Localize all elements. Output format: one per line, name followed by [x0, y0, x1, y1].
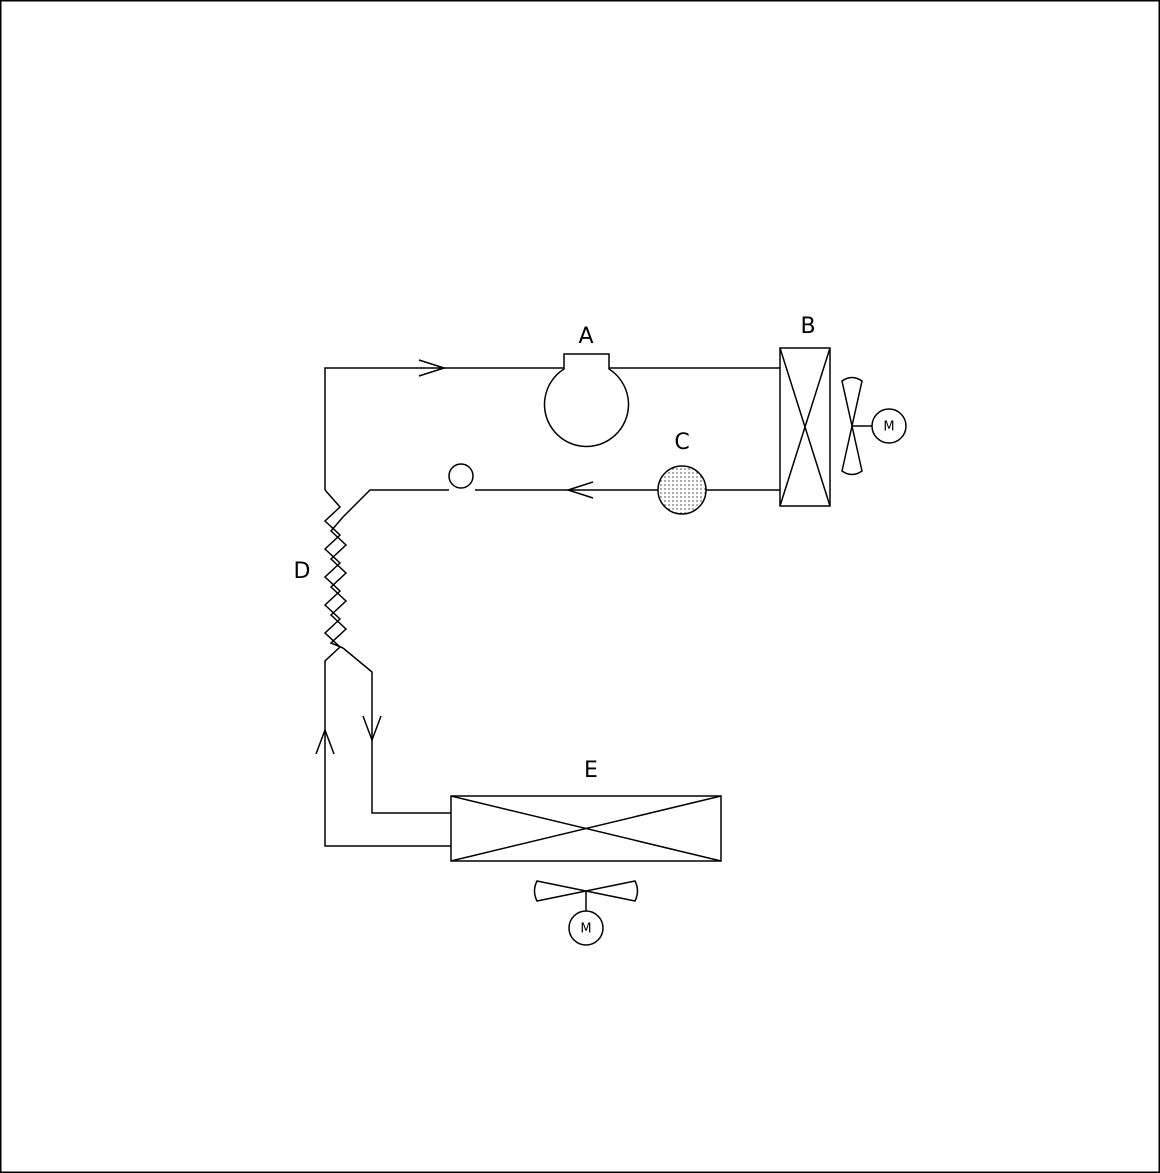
evaporator-motor-icon: M [568, 910, 604, 946]
condenser-motor-label: M [883, 420, 894, 435]
evaporator-coil-icon [450, 795, 722, 862]
label-a: A [578, 324, 593, 349]
label-d: D [294, 559, 311, 584]
condenser-coil-icon [779, 347, 831, 507]
heat-exchanger-zigzag-icon [323, 489, 348, 672]
sight-glass-icon [448, 463, 474, 489]
evaporator-motor-label: M [580, 922, 591, 937]
flow-arrow-icon [315, 359, 594, 755]
label-c: C [674, 430, 689, 455]
label-e: E [584, 758, 598, 783]
condenser-fan-icon [841, 376, 872, 476]
receiver-dotted-icon [657, 465, 707, 515]
evaporator-fan-icon [533, 880, 639, 911]
label-b: B [800, 314, 815, 339]
condenser-motor-icon: M [871, 408, 907, 444]
compressor-icon [543, 353, 630, 448]
pipe-network [324, 367, 780, 847]
